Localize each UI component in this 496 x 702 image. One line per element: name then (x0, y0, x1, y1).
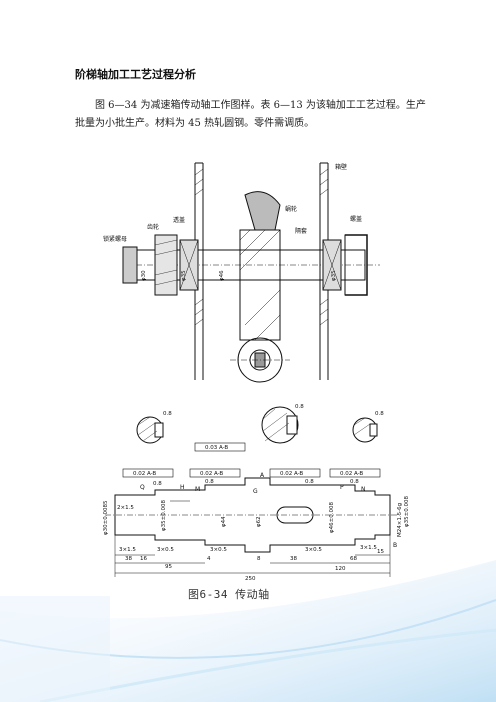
cross-sections (136, 406, 378, 444)
datum-b: B (393, 542, 397, 549)
dim-44-diameter: φ44 (221, 516, 227, 527)
section-dim-2: 0.8 (295, 404, 304, 410)
datum-q: Q (140, 484, 145, 491)
dim-length-95: 95 (165, 564, 172, 570)
roughness-1: 0.8 (153, 481, 162, 487)
roughness-4: 0.8 (350, 479, 359, 485)
label-screw: 螺盖 (350, 215, 362, 223)
datum-n: N (361, 486, 366, 493)
dim-right-diameter: φ46±0.008 (329, 502, 335, 533)
shaft-drawing-figure: 箱壁 蜗轮 齿轮 透盖 锁紧螺母 隔套 螺盖 φ30 φ35 φ46 φ35 0… (103, 162, 410, 582)
dim-chamfer-left: 2×1.5 (117, 505, 134, 511)
label-box-wall: 箱壁 (335, 163, 347, 171)
label-worm-gear: 蜗轮 (285, 205, 297, 213)
dim-62-diameter: φ62 (256, 516, 262, 527)
dim-length-250: 250 (245, 576, 256, 582)
label-lock-nut: 锁紧螺母 (103, 235, 127, 243)
section-dim-3: 0.8 (375, 411, 384, 417)
roughness-2: 0.8 (205, 479, 214, 485)
datum-a: A (260, 472, 265, 479)
dim-thread: M24×1.5-6g (397, 503, 403, 537)
dim-length-38a: 38 (125, 556, 132, 562)
dim-undercut-5: 3×1.5 (360, 545, 377, 551)
dim-length-15: 15 (377, 549, 384, 555)
assembly-labels: 箱壁 蜗轮 齿轮 透盖 锁紧螺母 隔套 螺盖 φ30 φ35 φ46 φ35 (103, 163, 362, 281)
assembly-dim-2: φ35 (181, 270, 187, 281)
datum-g: G (253, 488, 258, 495)
datum-h: H (180, 484, 185, 491)
datum-p: P (340, 484, 344, 491)
assembly-dim-4: φ35 (331, 270, 337, 281)
body-paragraph: 图 6—34 为减速箱传动轴工作图样。表 6—13 为该轴加工工艺过程。生产批量… (75, 100, 426, 129)
dim-length-68: 68 (350, 556, 357, 562)
tolerance-frame-1: 0.02 A-B (133, 471, 156, 477)
dim-length-4: 4 (207, 556, 211, 562)
label-gear: 齿轮 (147, 223, 159, 231)
tolerance-frame-2: 0.02 A-B (200, 471, 223, 477)
label-spacer: 隔套 (295, 227, 307, 235)
dim-end-diameter: φ35±0.008 (404, 496, 410, 527)
assembly-dim-3: φ46 (219, 270, 225, 281)
assembly-view (122, 162, 380, 383)
dim-left-diameter: φ30±0.0085 (103, 500, 109, 535)
assembly-dim-1: φ30 (141, 270, 147, 281)
datum-m: M (195, 486, 200, 493)
section-dim-1: 0.8 (163, 411, 172, 417)
shaft-detail-labels: 0.02 A-B 0.02 A-B 0.02 A-B 0.02 A-B 0.03… (103, 445, 410, 582)
dim-undercut-3: 3×0.5 (210, 547, 227, 553)
figure-caption: 图6-34 传动轴 (188, 588, 270, 601)
dim-undercut-2: 3×0.5 (157, 547, 174, 553)
dim-length-16: 16 (140, 556, 147, 562)
tolerance-frame-4: 0.02 A-B (340, 471, 363, 477)
roughness-3: 0.8 (305, 479, 314, 485)
dim-length-8: 8 (257, 556, 261, 562)
dim-length-38b: 38 (290, 556, 297, 562)
dim-35-diameter: φ35±0.008 (161, 500, 167, 531)
page-title: 阶梯轴加工工艺过程分析 (75, 68, 196, 81)
tolerance-frame-5: 0.03 A-B (205, 445, 228, 451)
shaft-detail (105, 442, 400, 577)
dim-length-120: 120 (335, 566, 346, 572)
dim-undercut-1: 3×1.5 (119, 547, 136, 553)
label-cover: 透盖 (173, 216, 185, 224)
tolerance-frame-3: 0.02 A-B (280, 471, 303, 477)
dim-undercut-4: 3×0.5 (305, 547, 322, 553)
